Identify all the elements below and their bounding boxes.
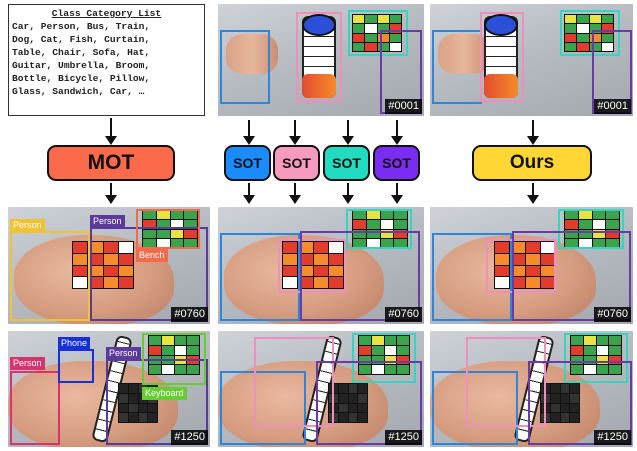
tracking-box-blue (432, 233, 512, 321)
rubiks-cube-image (494, 241, 556, 289)
rubiks-cube-image (358, 335, 410, 375)
arrow-down (289, 183, 301, 204)
frame-1250-sot: #1250 (218, 331, 424, 447)
detection-box-person (90, 227, 208, 321)
tracking-box-purple (316, 361, 422, 445)
detection-label-phone: Phone (58, 337, 91, 350)
sot-label-pink: SOT (273, 145, 320, 181)
mot-label: MOT (47, 145, 175, 181)
tracking-box-cyan (352, 333, 416, 383)
tracking-box-blue (220, 233, 300, 321)
detection-label-person: Person (10, 357, 45, 370)
tracking-box-pink (466, 337, 546, 427)
detection-label-keyboard: Keyboard (142, 387, 187, 400)
rubiks-cube-image (72, 241, 134, 289)
tracking-box-blue (432, 371, 518, 445)
frame-1250-ours: #1250 (430, 331, 633, 447)
cylinder-bottom-image (484, 74, 518, 98)
tracking-box-cyan (564, 333, 628, 383)
frame-0001-sot: #0001 (218, 4, 424, 116)
arrow-down (342, 120, 354, 145)
arrow-down (289, 120, 301, 145)
tracking-box-pink (296, 12, 342, 102)
class-list-line: Car, Person, Bus, Train, (12, 21, 151, 32)
ours-label: Ours (472, 145, 592, 181)
tracking-box-pink (278, 239, 346, 293)
tracking-box-blue (220, 371, 306, 445)
frame-0760-mot: Person Person Bench #0760 (8, 207, 210, 324)
arrow-down (342, 183, 354, 204)
rubiks-cube-image (570, 335, 622, 375)
arrow-down (391, 183, 403, 204)
frame-number: #0001 (594, 99, 631, 114)
detection-box-person (10, 371, 60, 445)
arrow-down (527, 120, 539, 145)
tracking-box-blue (220, 30, 270, 104)
class-list-line: Table, Chair, Sofa, Hat, (12, 47, 151, 58)
tracking-box-pink (254, 337, 334, 427)
frame-number: #1250 (171, 430, 208, 445)
arrow-down (105, 183, 117, 204)
rubiks-cube-image (352, 14, 402, 52)
sot-label-blue: SOT (224, 145, 271, 181)
frame-0001-ours: #0001 (430, 4, 633, 116)
cylinder-top-image (302, 14, 336, 36)
detection-label-bench: Bench (136, 249, 168, 262)
tracking-box-purple (512, 231, 631, 321)
tracking-box-pink (486, 239, 556, 293)
rubiks-cube-image (564, 14, 614, 52)
detection-box-person (106, 359, 208, 445)
class-list-line: Bottle, Bicycle, Pillow, (12, 73, 151, 84)
detection-box-phone (58, 349, 94, 383)
detection-box-keyboard (142, 333, 206, 385)
cylinder-top-image (484, 14, 518, 36)
class-list-title: Class Category List (51, 8, 162, 19)
arrow-down (527, 183, 539, 204)
tracking-box-pink (480, 12, 524, 102)
tracking-box-purple (300, 231, 420, 321)
rubiks-cube-image (564, 209, 620, 249)
frame-1250-mot: Person Phone Person Keyboard #1250 (8, 331, 210, 447)
frame-number: #0001 (385, 99, 422, 114)
tracking-box-cyan (560, 10, 620, 56)
frame-number: #0760 (594, 307, 631, 322)
frame-0760-ours: #0760 (430, 207, 633, 324)
frame-number: #1250 (385, 430, 422, 445)
class-list-line: Guitar, Umbrella, Broom, (12, 60, 151, 71)
detection-label-person: Person (10, 219, 45, 232)
arrow-down (243, 120, 255, 145)
detection-box-person (10, 231, 90, 321)
cylinder-bottom-image (302, 74, 336, 98)
tracking-box-blue (432, 30, 482, 104)
tracking-box-purple (528, 361, 632, 445)
rubiks-cube-image (282, 241, 344, 289)
frame-number: #0760 (385, 307, 422, 322)
class-list-line: Glass, Sandwich, Car, … (12, 86, 145, 97)
arrow-down (391, 120, 403, 145)
sot-label-purple: SOT (373, 145, 420, 181)
rubiks-cube-image (352, 209, 408, 249)
rubiks-cube-image (142, 209, 198, 249)
detection-box-bench (136, 209, 200, 249)
tracking-box-cyan (558, 209, 624, 249)
detection-label-person: Person (90, 215, 125, 228)
class-list-line: Dog, Cat, Fish, Curtain, (12, 34, 151, 45)
tracking-box-cyan (346, 209, 412, 249)
frame-0760-sot: #0760 (218, 207, 424, 324)
tracking-box-cyan (348, 10, 408, 56)
sot-label-cyan: SOT (323, 145, 370, 181)
frame-number: #0760 (171, 307, 208, 322)
class-category-list: Class Category List Car, Person, Bus, Tr… (8, 4, 205, 116)
detection-label-person: Person (106, 347, 141, 360)
arrow-down (105, 118, 117, 145)
arrow-down (243, 183, 255, 204)
frame-number: #1250 (594, 430, 631, 445)
